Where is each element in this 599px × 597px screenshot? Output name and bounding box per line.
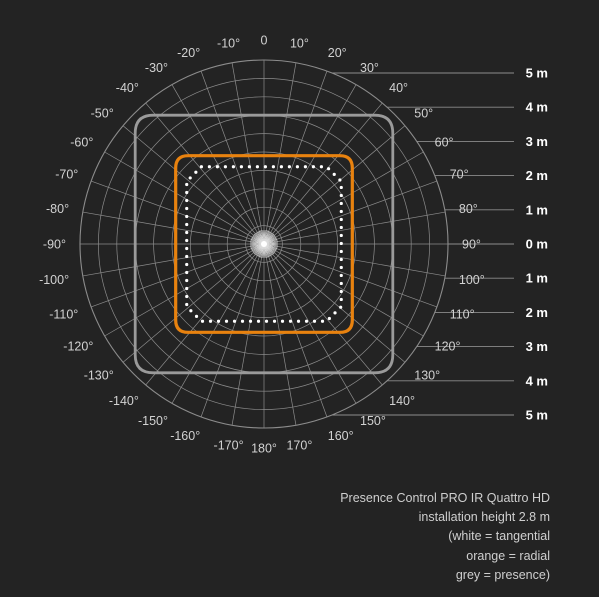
grid-spoke	[263, 243, 438, 308]
center-dot	[261, 241, 267, 247]
angle-label: 110°	[450, 307, 475, 321]
angle-label: -30°	[145, 61, 168, 75]
grid-spoke	[263, 84, 357, 245]
grid-spoke	[200, 243, 265, 418]
angle-label: 130°	[414, 369, 440, 383]
grid-spoke	[263, 211, 446, 245]
distance-label: 0 m	[526, 237, 548, 252]
angle-label: -40°	[116, 81, 139, 95]
grid-spoke	[263, 243, 328, 418]
distance-label: 2 m	[526, 168, 548, 183]
product-name: Presence Control PRO IR Quattro HD	[340, 491, 550, 505]
angle-label: 0	[261, 34, 268, 48]
distance-label: 5 m	[526, 408, 548, 423]
grid-spoke	[263, 70, 328, 245]
angle-label: -50°	[91, 106, 114, 120]
angle-label: -150°	[138, 414, 168, 428]
grid-spoke	[200, 70, 265, 245]
angle-label: -70°	[55, 168, 78, 182]
grid-spoke	[82, 243, 265, 277]
angle-label: 150°	[360, 414, 386, 428]
grid-spoke	[145, 243, 265, 386]
angle-label: -140°	[109, 394, 139, 408]
angle-label: 100°	[459, 273, 485, 287]
angle-label: 70°	[450, 168, 469, 182]
distance-label: 2 m	[526, 305, 548, 320]
tangential-zone	[185, 165, 343, 323]
grid-spoke	[263, 62, 297, 245]
angle-label: 160°	[328, 429, 354, 443]
grid-spoke	[263, 243, 383, 386]
legend-orange: orange = radial	[466, 548, 550, 563]
diagram-caption: Presence Control PRO IR Quattro HD insta…	[220, 489, 550, 585]
grid-spoke	[263, 243, 446, 277]
grid-spoke	[104, 151, 265, 245]
angle-labels: 0 10° 20° 30° 40° 50° 60° 70° 80° 90° 100° 110° 120°…	[39, 34, 485, 456]
angle-label: 20°	[328, 46, 347, 60]
grid-spoke	[263, 243, 297, 426]
angle-label: 50°	[414, 106, 433, 120]
distance-label: 3 m	[526, 134, 548, 149]
coverage-zones	[133, 113, 395, 375]
legend-white: (white = tangential	[448, 529, 550, 544]
angle-label: -130°	[84, 369, 114, 383]
angle-label: 30°	[360, 61, 379, 75]
grid-spoke	[90, 243, 265, 308]
presence-zone	[133, 113, 395, 375]
angle-label: 60°	[435, 136, 454, 150]
grid-spoke	[263, 125, 406, 245]
distance-label: 1 m	[526, 202, 548, 217]
distance-label: 3 m	[526, 339, 548, 354]
grid-spoke	[171, 243, 265, 404]
grid-spoke	[104, 243, 265, 337]
distance-label: 5 m	[526, 66, 548, 81]
angle-label: -10°	[217, 37, 240, 51]
angle-label: 120°	[435, 340, 461, 354]
distance-guide-lines	[331, 72, 514, 416]
legend-grey: grey = presence)	[455, 567, 550, 582]
distance-label: 1 m	[526, 271, 548, 286]
angle-label: 90°	[462, 238, 481, 252]
angle-label: -80°	[46, 202, 69, 216]
grid-spoke	[145, 102, 265, 245]
grid-spoke	[263, 243, 357, 404]
distance-labels: 5 m 4 m 3 m 2 m 1 m 0 m 1 m 2 m 3 m 4 m 5 m	[526, 66, 548, 423]
grid-spoke	[263, 180, 438, 245]
angle-label: -160°	[170, 429, 200, 443]
distance-label: 4 m	[526, 100, 548, 115]
grid-spoke	[263, 151, 424, 245]
grid-spoke	[263, 243, 424, 337]
grid-spoke	[122, 243, 265, 363]
angle-label: -90°	[43, 238, 66, 252]
angle-label: -60°	[70, 136, 93, 150]
angle-label: 140°	[389, 394, 415, 408]
angle-label: -110°	[49, 307, 78, 321]
grid-spoke	[263, 102, 383, 245]
radial-zone	[174, 154, 354, 334]
angle-label: -170°	[214, 438, 244, 452]
angle-label: 80°	[459, 202, 478, 216]
angle-label: 180°	[251, 442, 277, 456]
grid-spoke	[90, 180, 265, 245]
angle-label: -120°	[63, 340, 93, 354]
grid-spoke	[82, 211, 265, 245]
grid-spoke	[171, 84, 265, 245]
angle-label: 40°	[389, 81, 408, 95]
angle-label: 10°	[290, 37, 309, 51]
angle-label: -100°	[39, 273, 69, 287]
grid-spoke	[122, 125, 265, 245]
grid-spoke	[231, 62, 265, 245]
angle-label: 170°	[286, 438, 312, 452]
installation-height: installation height 2.8 m	[418, 510, 550, 525]
grid-spoke	[263, 243, 406, 363]
distance-label: 4 m	[526, 373, 548, 388]
grid-spoke	[231, 243, 265, 426]
angle-label: -20°	[177, 46, 200, 60]
